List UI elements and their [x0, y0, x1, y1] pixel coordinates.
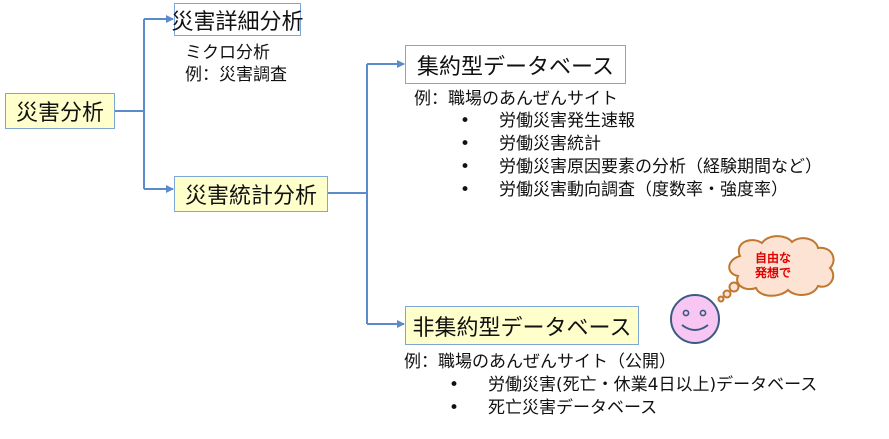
root-label: 災害分析 — [15, 101, 104, 126]
statistics-analysis-label: 災害統計分析 — [184, 184, 317, 209]
list-item-text: 労働災害動向調査（度数率・強度率） — [499, 180, 788, 200]
detail-analysis-box: 災害詳細分析 — [171, 3, 304, 36]
bullet-icon: • — [459, 180, 471, 200]
aggregated-db-example: 例：職場のあんぜんサイト — [414, 89, 618, 109]
non-aggregated-db-example: 例：職場のあんぜんサイト（公開） — [404, 352, 676, 372]
bullet-icon: • — [448, 375, 460, 395]
aggregated-db-list: • 労働災害発生速報 • 労働災害統計 • 労働災害原因要素の分析（経験期間など） •… — [455, 110, 822, 202]
statistics-analysis-box: 災害統計分析 — [174, 176, 328, 212]
bullet-icon: • — [459, 157, 471, 177]
list-item-text: 死亡災害データベース — [488, 398, 658, 418]
thought-bubble-line-1: 自由な — [755, 251, 792, 265]
list-item-text: 労働災害(死亡・休業4日以上)データベース — [488, 375, 818, 395]
list-item-text: 労働災害発生速報 — [499, 111, 635, 131]
list-item: • 労働災害原因要素の分析（経験期間など） — [455, 156, 822, 179]
list-item: • 労働災害統計 — [455, 133, 822, 156]
non-aggregated-db-label: 非集約型データベース — [412, 315, 632, 341]
bullet-icon: • — [448, 398, 460, 418]
detail-note-example: 例：災害調査 — [185, 65, 287, 85]
bullet-icon: • — [459, 134, 471, 154]
list-item: • 労働災害発生速報 — [455, 110, 822, 133]
list-item: • 労働災害(死亡・休業4日以上)データベース — [444, 374, 817, 397]
detail-analysis-label: 災害詳細分析 — [171, 9, 304, 35]
non-aggregated-db-box: 非集約型データベース — [405, 306, 639, 345]
list-item: • 労働災害動向調査（度数率・強度率） — [455, 179, 822, 202]
bullet-icon: • — [459, 111, 471, 131]
non-aggregated-db-list: • 労働災害(死亡・休業4日以上)データベース • 死亡災害データベース — [444, 374, 817, 420]
list-item-text: 労働災害統計 — [499, 134, 601, 154]
detail-note-micro: ミクロ分析 — [185, 43, 270, 63]
list-item-text: 労働災害原因要素の分析（経験期間など） — [499, 157, 822, 177]
thought-cloud-icon — [717, 235, 835, 303]
aggregated-db-label: 集約型データベース — [417, 54, 614, 80]
thought-bubble-line-2: 発想で — [755, 266, 792, 280]
smiley-face-icon — [670, 294, 720, 344]
list-item: • 死亡災害データベース — [444, 397, 817, 420]
root-box-disaster-analysis: 災害分析 — [5, 93, 115, 129]
aggregated-db-box: 集約型データベース — [405, 45, 626, 84]
thought-bubble-text: 自由な 発想で — [755, 251, 791, 281]
